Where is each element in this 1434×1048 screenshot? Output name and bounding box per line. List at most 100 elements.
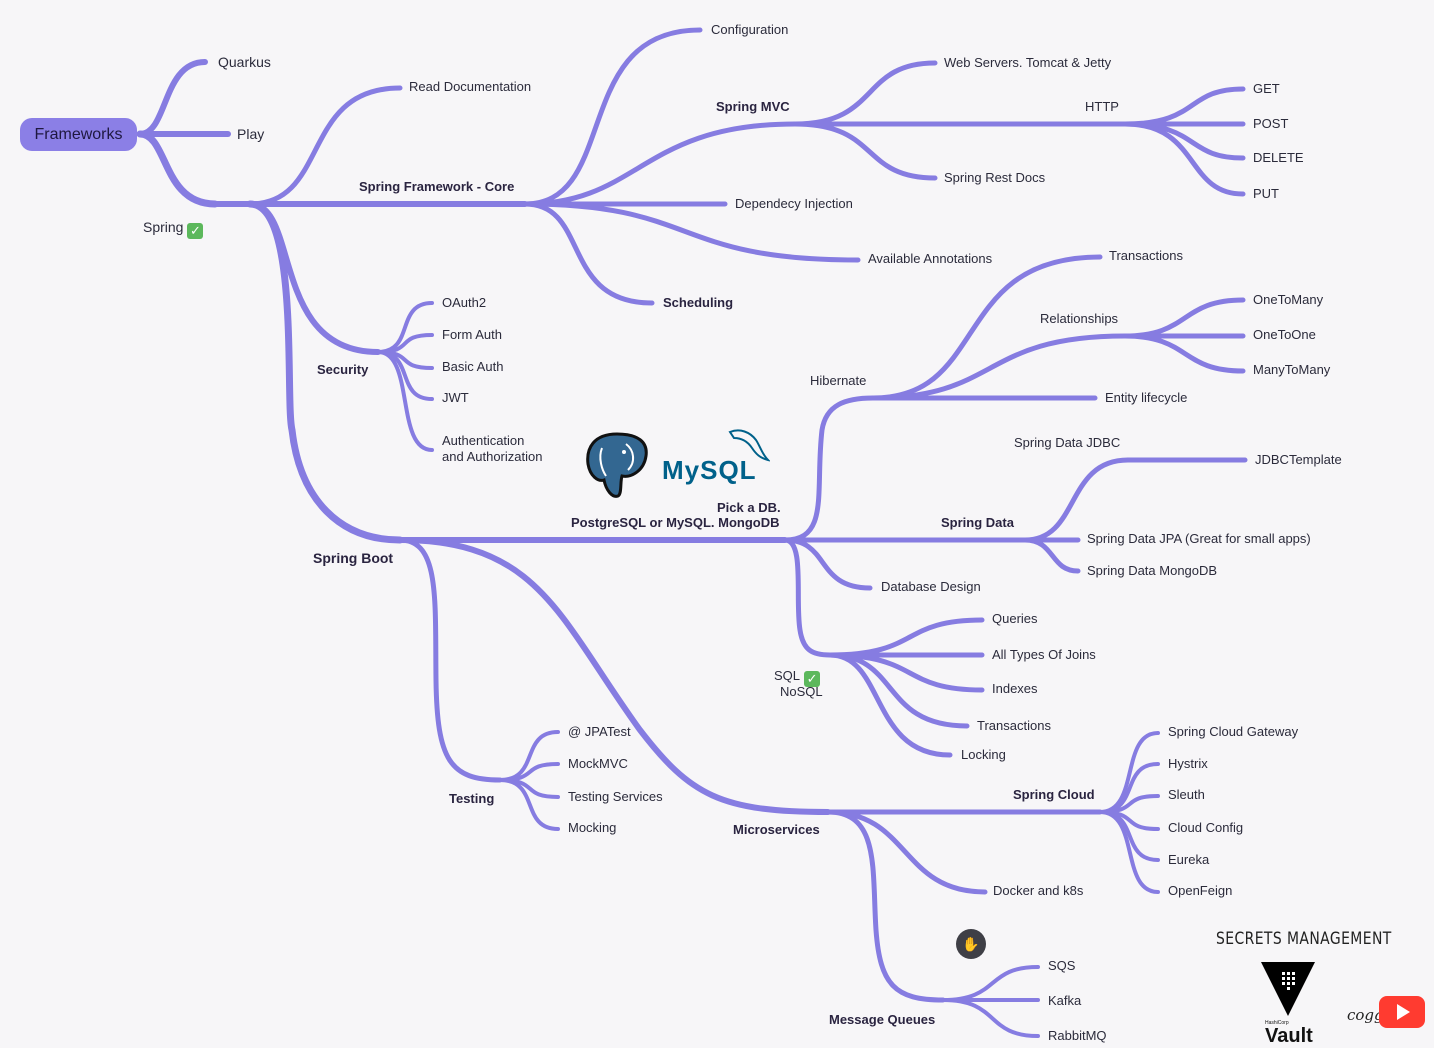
node-relationships[interactable]: Relationships — [1040, 311, 1119, 326]
node-docker-k8s[interactable]: Docker and k8s — [993, 883, 1084, 898]
node-mocking[interactable]: Mocking — [568, 820, 617, 835]
hand-cursor-icon: ✋ — [956, 929, 986, 959]
sql-check-icon: ✓ — [804, 671, 821, 687]
node-pick-db-line2[interactable]: PostgreSQL or MySQL. MongoDB — [571, 515, 780, 530]
node-authn-line2: and Authorization — [442, 449, 543, 464]
node-scheduling[interactable]: Scheduling — [663, 295, 734, 310]
node-authn-authz[interactable]: Authentication and Authorization — [442, 433, 542, 465]
node-database-design[interactable]: Database Design — [881, 579, 981, 594]
branch-mocking — [498, 778, 560, 831]
node-jwt[interactable]: JWT — [442, 390, 469, 405]
node-form-auth[interactable]: Form Auth — [442, 327, 502, 342]
node-cloud-config[interactable]: Cloud Config — [1168, 820, 1244, 835]
branch-testing — [397, 537, 503, 783]
node-basic-auth[interactable]: Basic Auth — [442, 359, 504, 374]
node-cloud-gateway[interactable]: Spring Cloud Gateway — [1168, 724, 1299, 739]
node-entity-lifecycle[interactable]: Entity lifecycle — [1105, 390, 1188, 405]
node-sql-label: SQL — [774, 668, 801, 683]
node-spring-core[interactable]: Spring Framework - Core — [359, 179, 515, 194]
node-mockmvc[interactable]: MockMVC — [568, 756, 628, 771]
branch-indexes — [827, 652, 985, 693]
node-queries[interactable]: Queries — [992, 611, 1038, 626]
node-kafka[interactable]: Kafka — [1048, 993, 1082, 1008]
node-spring-data-mongodb[interactable]: Spring Data MongoDB — [1087, 563, 1218, 578]
node-locking[interactable]: Locking — [961, 747, 1006, 762]
node-read-docs[interactable]: Read Documentation — [409, 79, 532, 94]
node-spring-mvc[interactable]: Spring MVC — [716, 99, 790, 114]
node-jpatest[interactable]: @ JPATest — [568, 724, 631, 739]
vault-logo — [1261, 962, 1315, 1016]
branch-relationships — [870, 333, 1128, 401]
node-sleuth[interactable]: Sleuth — [1168, 787, 1205, 802]
mysql-dolphin-icon — [728, 429, 770, 462]
node-dependency-injection[interactable]: Dependecy Injection — [735, 196, 853, 211]
node-jdbc-template[interactable]: JDBCTemplate — [1255, 452, 1342, 467]
branch-spring — [136, 130, 219, 208]
youtube-icon[interactable] — [1378, 995, 1426, 1029]
node-quarkus[interactable]: Quarkus — [218, 54, 271, 70]
node-web-servers[interactable]: Web Servers. Tomcat & Jetty — [944, 55, 1112, 70]
node-available-annotations[interactable]: Available Annotations — [868, 251, 993, 266]
mysql-logo-text: MySQL — [662, 455, 757, 485]
branch-authz — [376, 350, 434, 452]
node-onetoone[interactable]: OneToOne — [1253, 327, 1316, 342]
node-put[interactable]: PUT — [1253, 186, 1279, 201]
postgresql-logo — [586, 432, 648, 498]
node-spring[interactable]: Spring✓ — [143, 219, 204, 239]
node-spring-data-jdbc[interactable]: Spring Data JDBC — [1014, 435, 1121, 450]
branch-hib-transactions — [870, 254, 1103, 401]
branch-web-servers — [792, 60, 938, 127]
node-rabbitmq[interactable]: RabbitMQ — [1048, 1028, 1107, 1043]
node-rest-docs[interactable]: Spring Rest Docs — [944, 170, 1046, 185]
node-delete[interactable]: DELETE — [1253, 150, 1304, 165]
node-testing-services[interactable]: Testing Services — [568, 789, 663, 804]
node-indexes[interactable]: Indexes — [992, 681, 1038, 696]
branch-data-jdbc — [1022, 457, 1131, 543]
node-oauth2[interactable]: OAuth2 — [442, 295, 487, 310]
node-http[interactable]: HTTP — [1085, 99, 1119, 114]
branch-quarkus — [137, 59, 208, 137]
branch-put — [1122, 121, 1246, 197]
branch-manytomany — [1122, 333, 1246, 374]
node-microservices[interactable]: Microservices — [733, 822, 820, 837]
node-joins[interactable]: All Types Of Joins — [992, 647, 1096, 662]
node-get[interactable]: GET — [1253, 81, 1280, 96]
node-message-queues[interactable]: Message Queues — [829, 1012, 936, 1027]
node-nosql[interactable]: NoSQL — [780, 684, 823, 699]
root-node-frameworks[interactable]: Frameworks — [20, 118, 137, 151]
node-hibernate-transactions[interactable]: Transactions — [1109, 248, 1183, 263]
secrets-management-label: SECRETS MANAGEMENT — [1216, 929, 1392, 949]
node-hystrix[interactable]: Hystrix — [1168, 756, 1208, 771]
node-onetomany[interactable]: OneToMany — [1253, 292, 1324, 307]
mysql-logo: MySQL — [662, 455, 757, 485]
branch-configuration — [522, 27, 703, 207]
node-sqs[interactable]: SQS — [1048, 958, 1076, 973]
node-sql-transactions[interactable]: Transactions — [977, 718, 1051, 733]
node-play[interactable]: Play — [237, 126, 265, 142]
check-icon: ✓ — [187, 223, 204, 239]
node-spring-data[interactable]: Spring Data — [941, 515, 1014, 530]
branch-microservices — [397, 537, 831, 815]
node-testing[interactable]: Testing — [449, 791, 495, 806]
branch-scheduling — [522, 201, 655, 306]
node-hibernate[interactable]: Hibernate — [810, 373, 867, 388]
node-openfeign[interactable]: OpenFeign — [1168, 883, 1233, 898]
node-eureka[interactable]: Eureka — [1168, 852, 1210, 867]
node-pick-db-line1: Pick a DB. — [717, 500, 781, 515]
node-post[interactable]: POST — [1253, 116, 1289, 131]
node-sql[interactable]: SQL✓ — [774, 668, 821, 687]
node-manytomany[interactable]: ManyToMany — [1253, 362, 1331, 377]
branch-gateway — [1098, 731, 1160, 814]
hashicorp-label: HashiCorp — [1265, 1020, 1289, 1026]
branch-data-mongodb — [1022, 537, 1081, 574]
node-spring-boot[interactable]: Spring Boot — [313, 550, 394, 566]
branch-rest-docs — [792, 121, 938, 181]
branch-hibernate — [782, 395, 876, 543]
branch-onetomany — [1122, 297, 1246, 339]
node-configuration[interactable]: Configuration — [711, 22, 789, 37]
node-spring-cloud[interactable]: Spring Cloud — [1013, 787, 1095, 802]
node-spring-data-jpa[interactable]: Spring Data JPA (Great for small apps) — [1087, 531, 1311, 546]
branch-sql — [782, 537, 833, 658]
node-security[interactable]: Security — [317, 362, 369, 377]
